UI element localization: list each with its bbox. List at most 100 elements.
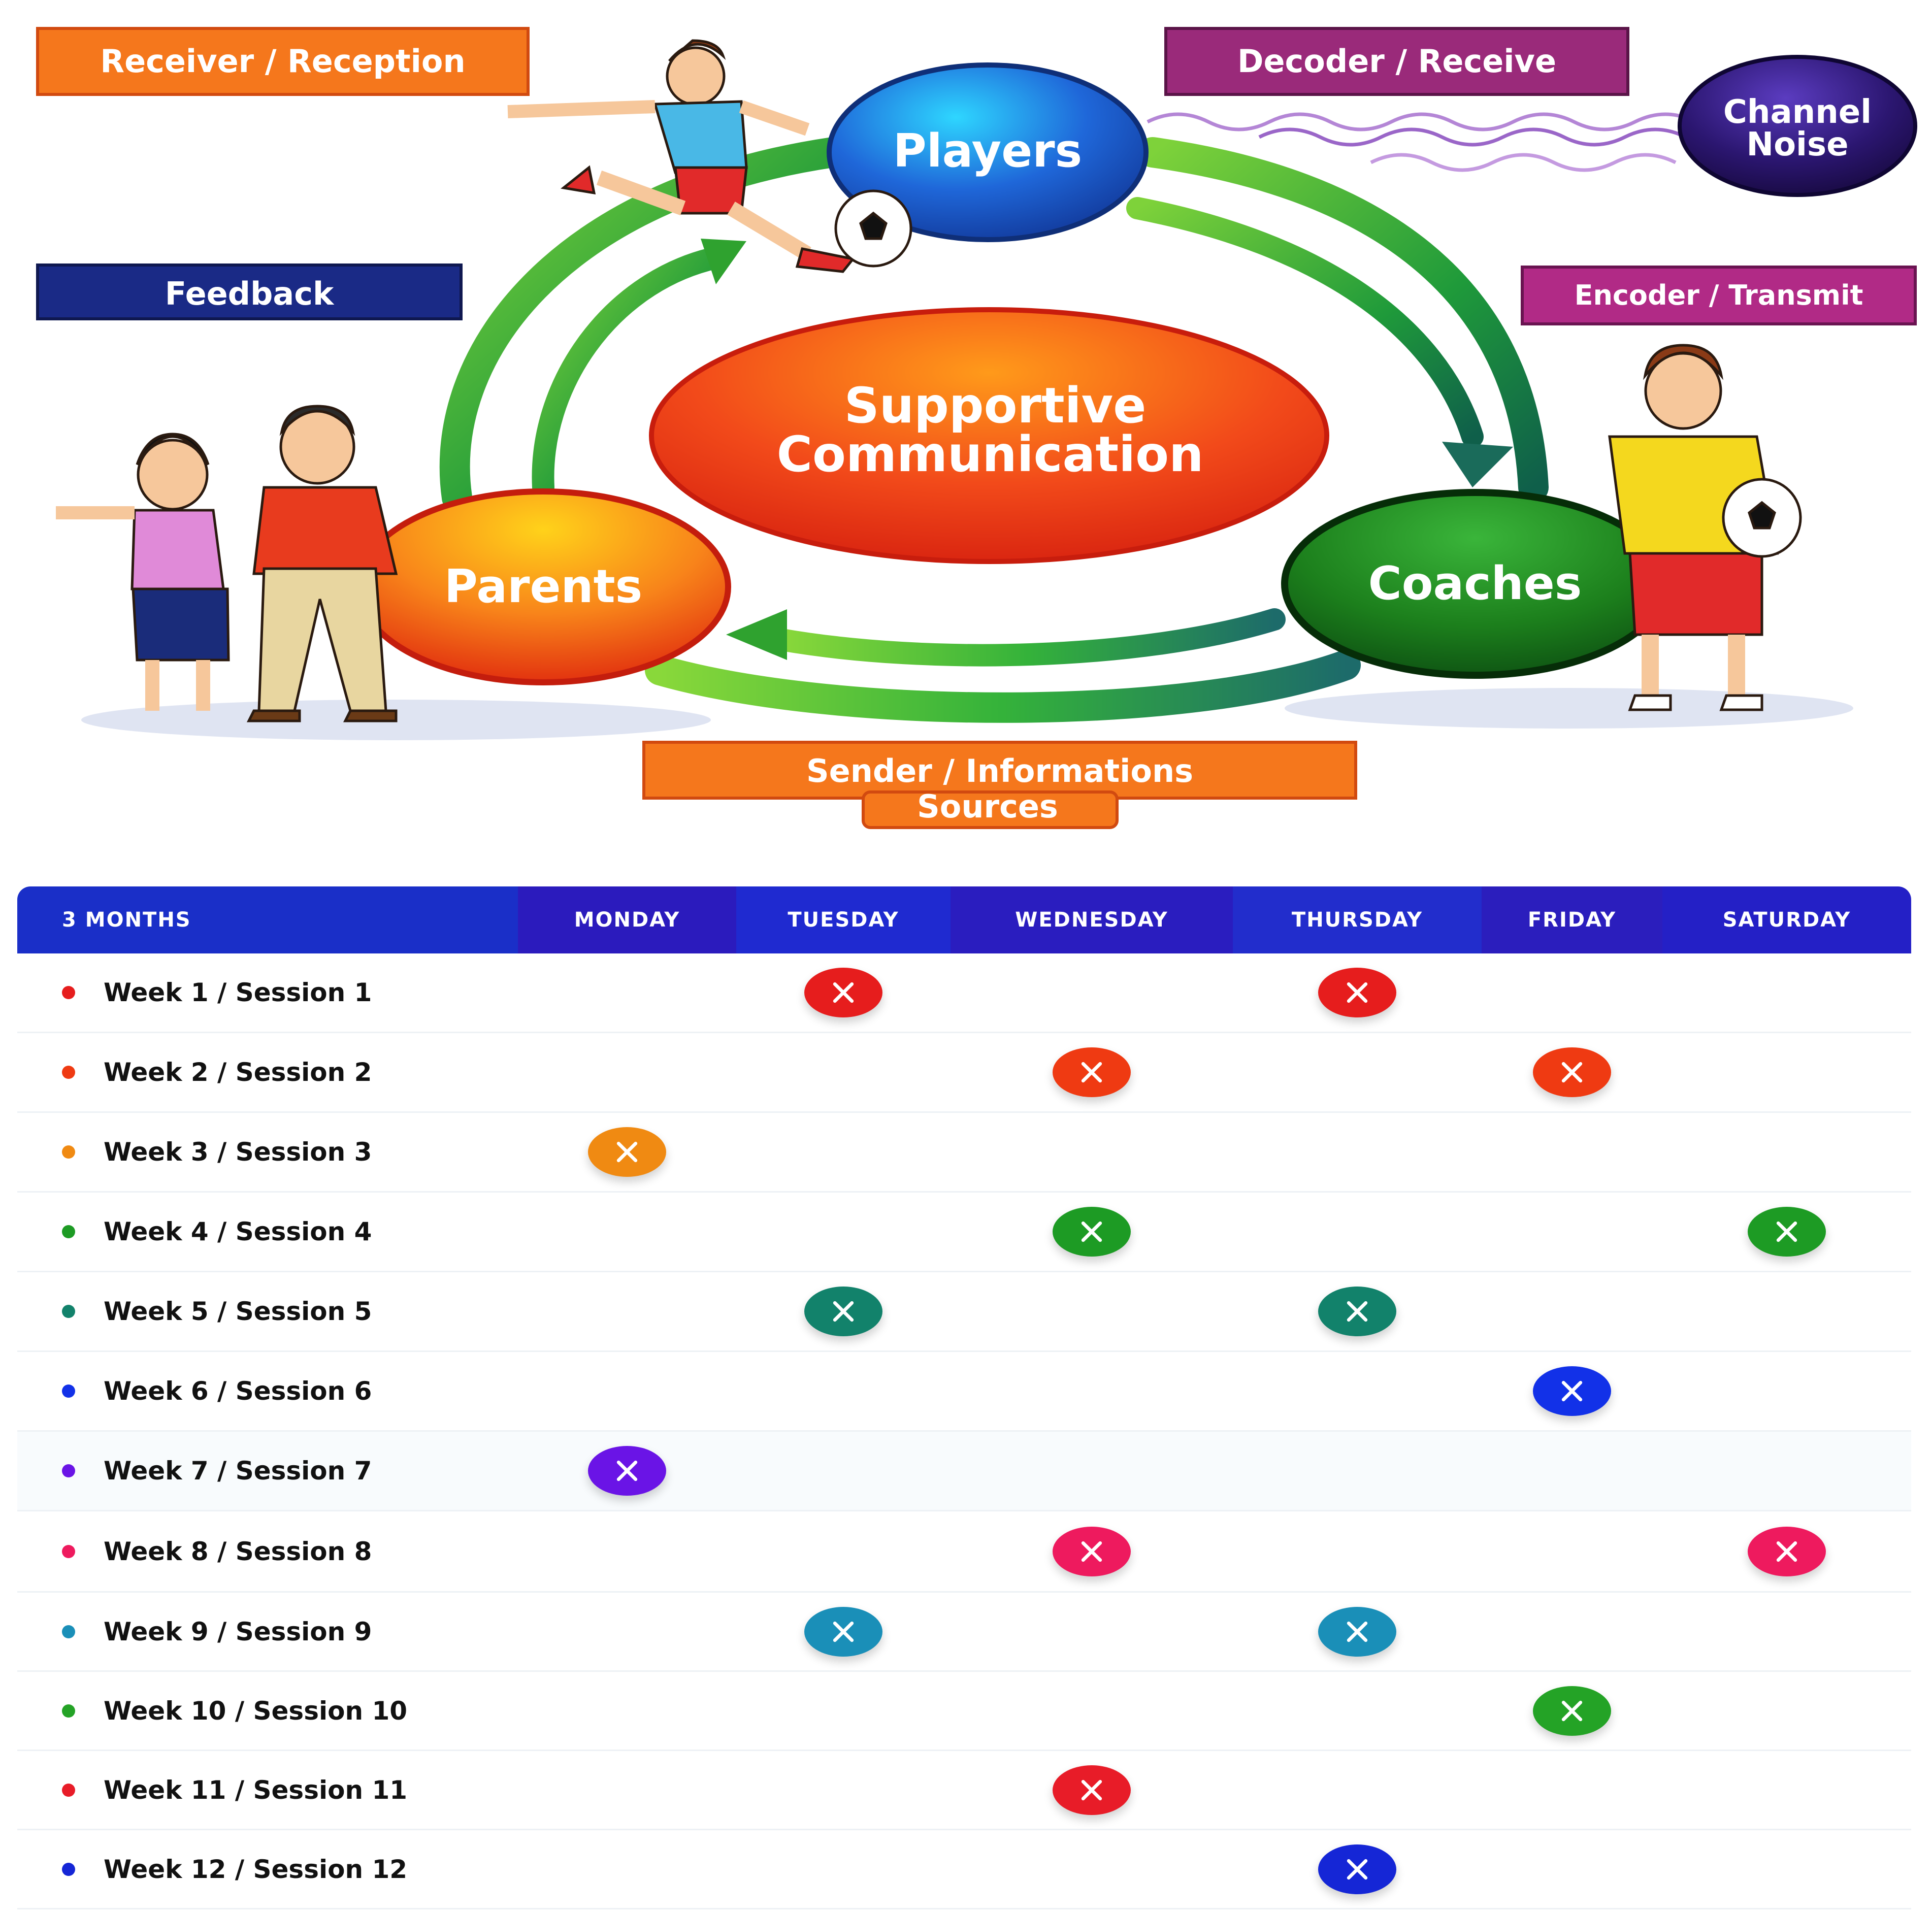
day-cell-tuesday <box>736 1751 951 1829</box>
day-cell-friday <box>1482 1830 1662 1908</box>
status-dot <box>62 1145 75 1159</box>
status-dot <box>62 1783 75 1797</box>
session-mark[interactable] <box>1533 1047 1611 1097</box>
kicking-player-illustration <box>507 39 912 273</box>
day-cell-tuesday <box>736 1033 951 1111</box>
schedule-row: Week 1 / Session 1 <box>17 953 1911 1033</box>
session-mark[interactable] <box>1053 1765 1131 1815</box>
status-dot <box>62 1464 75 1477</box>
feedback-label: Feedback <box>36 263 463 320</box>
close-x-icon <box>1347 982 1368 1003</box>
week-session-label: Week 5 / Session 5 <box>104 1297 372 1326</box>
schedule-row: Week 8 / Session 8 <box>17 1511 1911 1593</box>
day-cell-monday <box>518 1672 736 1750</box>
day-cell-tuesday <box>736 1830 951 1908</box>
svg-text:Coaches: Coaches <box>1368 557 1582 610</box>
row-label-cell: Week 5 / Session 5 <box>17 1272 518 1350</box>
session-mark[interactable] <box>1053 1047 1131 1097</box>
status-dot <box>62 986 75 999</box>
header-thursday: THURSDAY <box>1233 886 1482 953</box>
session-mark[interactable] <box>804 968 882 1017</box>
day-cell-monday <box>518 1352 736 1430</box>
close-x-icon <box>1776 1541 1797 1562</box>
status-dot <box>62 1066 75 1079</box>
day-cell-monday <box>518 1113 736 1191</box>
close-x-icon <box>1081 1779 1102 1800</box>
status-dot <box>62 1625 75 1638</box>
day-cell-saturday <box>1662 1113 1911 1191</box>
session-mark[interactable] <box>1318 1844 1396 1894</box>
schedule-row: Week 9 / Session 9 <box>17 1593 1911 1672</box>
status-dot <box>62 1544 75 1558</box>
day-cell-wednesday <box>951 1672 1233 1750</box>
svg-text:Feedback: Feedback <box>165 275 335 312</box>
session-mark[interactable] <box>588 1446 666 1496</box>
close-x-icon <box>1081 1221 1102 1242</box>
session-mark[interactable] <box>1053 1526 1131 1576</box>
day-cell-monday <box>518 1751 736 1829</box>
status-dot <box>62 1305 75 1318</box>
close-x-icon <box>1081 1062 1102 1083</box>
day-cell-monday <box>518 953 736 1032</box>
day-cell-thursday <box>1233 1672 1482 1750</box>
status-dot <box>62 1704 75 1718</box>
day-cell-thursday <box>1233 1830 1482 1908</box>
day-cell-wednesday <box>951 1352 1233 1430</box>
row-label-cell: Week 4 / Session 4 <box>17 1193 518 1271</box>
day-cell-tuesday <box>736 1272 951 1350</box>
svg-text:Sender / Informations: Sender / Informations <box>806 752 1193 789</box>
week-session-label: Week 2 / Session 2 <box>104 1058 372 1087</box>
session-mark[interactable] <box>804 1606 882 1657</box>
day-cell-saturday <box>1662 1272 1911 1350</box>
close-x-icon <box>1347 1859 1368 1880</box>
day-cell-saturday <box>1662 1830 1911 1908</box>
parents-node: Parents <box>355 488 731 685</box>
session-mark[interactable] <box>588 1127 666 1177</box>
day-cell-tuesday <box>736 1511 951 1591</box>
header-wednesday: WEDNESDAY <box>951 886 1233 953</box>
day-cell-tuesday <box>736 1193 951 1271</box>
day-cell-friday <box>1482 1033 1662 1111</box>
close-x-icon <box>616 1460 638 1481</box>
day-cell-friday <box>1482 1352 1662 1430</box>
svg-text:Sources: Sources <box>917 788 1058 825</box>
row-label-cell: Week 8 / Session 8 <box>17 1511 518 1591</box>
day-cell-monday <box>518 1593 736 1670</box>
session-mark[interactable] <box>1318 1606 1396 1657</box>
parents-couple-illustration <box>56 405 711 740</box>
week-session-label: Week 10 / Session 10 <box>104 1696 408 1726</box>
svg-text:Communication: Communication <box>777 426 1204 483</box>
close-x-icon <box>1561 1380 1583 1402</box>
header-period: 3 MONTHS <box>17 886 518 953</box>
channel-noise-waves <box>1147 112 1697 172</box>
header-tuesday: TUESDAY <box>736 886 951 953</box>
session-mark[interactable] <box>1533 1366 1611 1416</box>
session-mark[interactable] <box>1748 1526 1826 1576</box>
week-session-label: Week 11 / Session 11 <box>104 1775 408 1805</box>
row-label-cell: Week 9 / Session 9 <box>17 1593 518 1670</box>
close-x-icon <box>1776 1221 1797 1242</box>
header-monday: MONDAY <box>518 886 736 953</box>
day-cell-thursday <box>1233 1193 1482 1271</box>
session-mark[interactable] <box>1318 968 1396 1017</box>
decoder-receive-label: Decoder / Receive <box>1164 27 1629 96</box>
schedule-row: Week 7 / Session 7 <box>17 1432 1911 1511</box>
session-mark[interactable] <box>1318 1287 1396 1336</box>
close-x-icon <box>616 1141 638 1163</box>
players-node: Players <box>827 62 1149 242</box>
svg-text:Receiver / Reception: Receiver / Reception <box>100 43 465 80</box>
session-mark[interactable] <box>1053 1207 1131 1257</box>
week-session-label: Week 8 / Session 8 <box>104 1536 372 1566</box>
close-x-icon <box>833 982 854 1003</box>
channel-noise-node: Channel Noise <box>1678 55 1917 197</box>
week-session-label: Week 12 / Session 12 <box>104 1854 408 1884</box>
day-cell-saturday <box>1662 1432 1911 1510</box>
session-mark[interactable] <box>1533 1686 1611 1736</box>
close-x-icon <box>1561 1062 1583 1083</box>
day-cell-saturday <box>1662 1193 1911 1271</box>
day-cell-friday <box>1482 1672 1662 1750</box>
sender-information-sources-label: Sender / Informations Sources <box>642 741 1357 829</box>
svg-text:Decoder / Receive: Decoder / Receive <box>1237 43 1556 80</box>
session-mark[interactable] <box>804 1287 882 1336</box>
session-mark[interactable] <box>1748 1207 1826 1257</box>
